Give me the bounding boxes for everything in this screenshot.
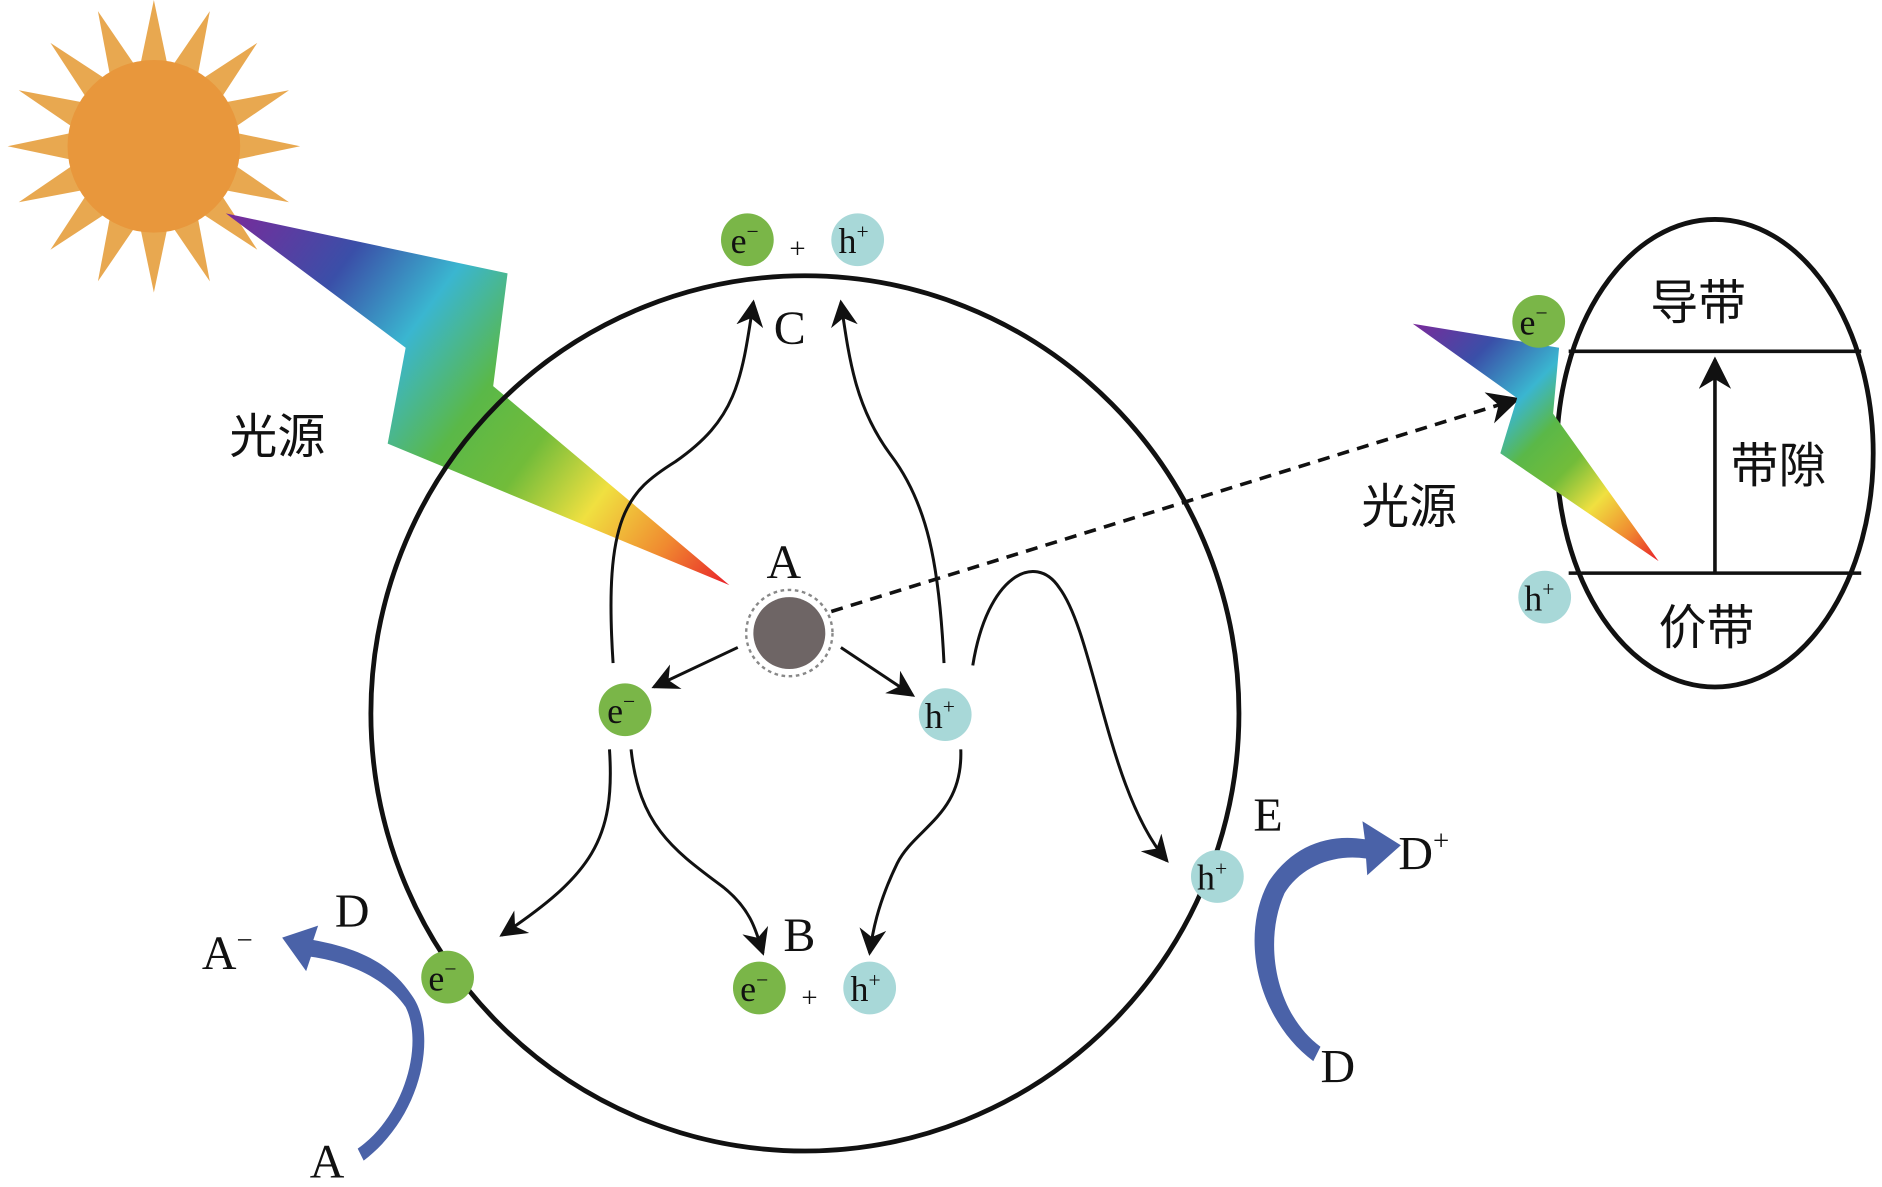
sun-ray <box>222 164 290 203</box>
sun-ray <box>50 193 107 250</box>
electron-hole-pair-bottom: e− + h+ <box>732 961 897 1015</box>
transfer-arrows <box>499 299 1169 956</box>
band-gap-label: 带隙 <box>1731 438 1827 494</box>
hole-band: h+ <box>1518 570 1572 624</box>
svg-text:e−: e− <box>731 220 759 261</box>
band-diagram: 导带 带隙 价带 <box>1554 217 1876 690</box>
sun-ray <box>171 11 210 78</box>
svg-text:h+: h+ <box>850 968 880 1009</box>
svg-text:h+: h+ <box>838 220 868 261</box>
zoom-dashed-arrow <box>830 392 1521 614</box>
svg-text:e−: e− <box>607 690 635 731</box>
svg-text:h+: h+ <box>925 694 955 735</box>
sun-ray <box>200 193 258 250</box>
electron-band: e− <box>1512 294 1566 348</box>
label-A: A <box>767 536 802 589</box>
electron-surface: e− <box>421 950 474 1004</box>
sun-ray <box>7 132 74 161</box>
conduction-band-label: 导带 <box>1650 275 1746 331</box>
light-source-label-left: 光源 <box>229 409 325 465</box>
sun-ray <box>171 215 210 282</box>
svg-text:h+: h+ <box>1524 577 1554 618</box>
sun-icon <box>7 0 301 293</box>
svg-text:+: + <box>789 233 805 265</box>
svg-text:+: + <box>801 982 817 1014</box>
semiconductor-particle <box>368 273 1242 1154</box>
label-A-minus: A− <box>202 925 253 980</box>
label-D-plus: D+ <box>1398 825 1449 880</box>
reduction-arrow <box>282 925 425 1161</box>
hole-middle: h+ <box>918 688 972 741</box>
svg-text:h+: h+ <box>1197 856 1227 897</box>
sun-ray <box>50 42 107 100</box>
sun-ray <box>234 132 301 161</box>
center-particle <box>753 597 826 670</box>
electron-middle: e− <box>598 683 652 737</box>
svg-text:e−: e− <box>1520 301 1548 342</box>
electron-hole-pair-top: e− + h+ <box>720 213 885 267</box>
label-A-bottom: A <box>310 1135 345 1187</box>
sun-ray <box>97 215 136 282</box>
light-bolt-left <box>225 213 730 586</box>
label-D-right: D <box>1320 1041 1355 1094</box>
oxidation-arrow <box>1254 821 1401 1062</box>
sun-ray <box>97 11 136 78</box>
sun-ray <box>18 90 85 129</box>
sun-ray <box>140 0 168 66</box>
valence-band-label: 价带 <box>1659 600 1755 656</box>
label-E: E <box>1253 789 1282 842</box>
light-source-label-right: 光源 <box>1361 479 1457 535</box>
light-bolt-right <box>1412 323 1659 562</box>
sun-ray <box>18 164 85 203</box>
svg-text:e−: e− <box>428 957 456 998</box>
sun-ray <box>222 90 290 129</box>
svg-text:e−: e− <box>740 968 768 1009</box>
hole-surface: h+ <box>1190 850 1244 903</box>
sun-ray <box>140 226 168 293</box>
sun-ray <box>200 42 258 100</box>
label-C: C <box>774 302 806 355</box>
label-B: B <box>783 909 815 962</box>
label-D-left: D <box>335 885 370 938</box>
